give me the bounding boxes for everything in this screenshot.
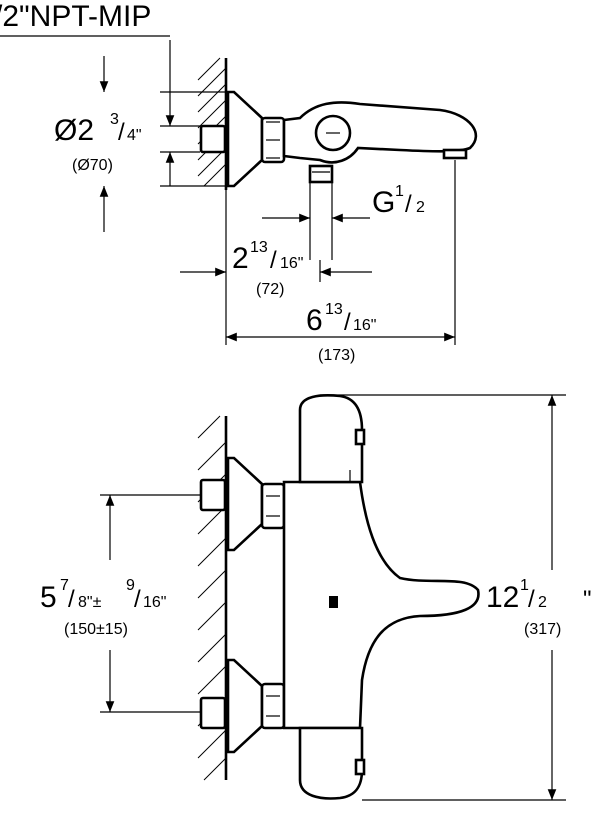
upper-hex-nut <box>260 482 286 530</box>
bottom-handle <box>298 726 364 800</box>
svg-text:8"±: 8"± <box>78 594 102 611</box>
svg-text:/: / <box>344 309 351 336</box>
inlet-pipe-top <box>199 124 227 154</box>
svg-text:13: 13 <box>325 301 343 318</box>
svg-text:3: 3 <box>110 111 119 128</box>
svg-text:16": 16" <box>143 594 166 611</box>
svg-text:/: / <box>134 586 141 613</box>
outlet-mark <box>329 596 338 608</box>
svg-text:/: / <box>528 586 535 613</box>
top-view: /2"NPT-MIP Ø2 3 / 4" (Ø70) G 1 / 2 2 13 … <box>0 0 478 364</box>
length-metric: (173) <box>318 347 355 364</box>
lower-inlet-pipe <box>199 696 227 730</box>
svg-text:13: 13 <box>250 239 268 256</box>
svg-text:7: 7 <box>60 577 69 594</box>
svg-text:/: / <box>118 119 125 146</box>
svg-text:4": 4" <box>127 127 142 144</box>
lower-escutcheon <box>226 658 264 754</box>
svg-text:/: / <box>405 191 412 218</box>
spout-tip <box>442 148 468 160</box>
upper-escutcheon <box>226 456 264 552</box>
svg-text:1: 1 <box>520 577 529 594</box>
outlet-fitting <box>308 164 334 184</box>
escutcheon-top <box>226 90 264 188</box>
lower-hex-nut <box>260 682 286 730</box>
diameter-metric: (Ø70) <box>72 157 113 174</box>
front-view: 5 7 / 8"± 9 / 16" (150±15) 12 1 / 2 " (3… <box>40 394 592 801</box>
top-handle <box>298 394 364 484</box>
length-label: 6 <box>306 304 323 337</box>
svg-text:1: 1 <box>395 183 404 200</box>
spacing-label: 5 <box>40 581 57 614</box>
diameter-label: Ø2 <box>54 114 94 147</box>
svg-text:16": 16" <box>353 317 376 334</box>
depth-metric: (72) <box>256 281 284 298</box>
svg-text:16": 16" <box>280 255 303 272</box>
height-metric: (317) <box>524 621 561 638</box>
svg-text:2: 2 <box>416 199 425 216</box>
thread-label: /2"NPT-MIP <box>0 0 151 33</box>
depth-label: 2 <box>232 242 249 275</box>
wall-hatch-top <box>197 57 228 190</box>
mixer-body <box>282 480 480 730</box>
svg-text:2: 2 <box>538 594 547 611</box>
svg-text:/: / <box>270 247 277 274</box>
outlet-label: G <box>372 186 395 219</box>
svg-text:": " <box>583 586 592 613</box>
height-label: 12 <box>486 581 519 614</box>
svg-text:/: / <box>68 586 75 613</box>
upper-inlet-pipe <box>199 478 227 512</box>
spacing-metric: (150±15) <box>64 621 128 638</box>
svg-text:9: 9 <box>126 577 135 594</box>
